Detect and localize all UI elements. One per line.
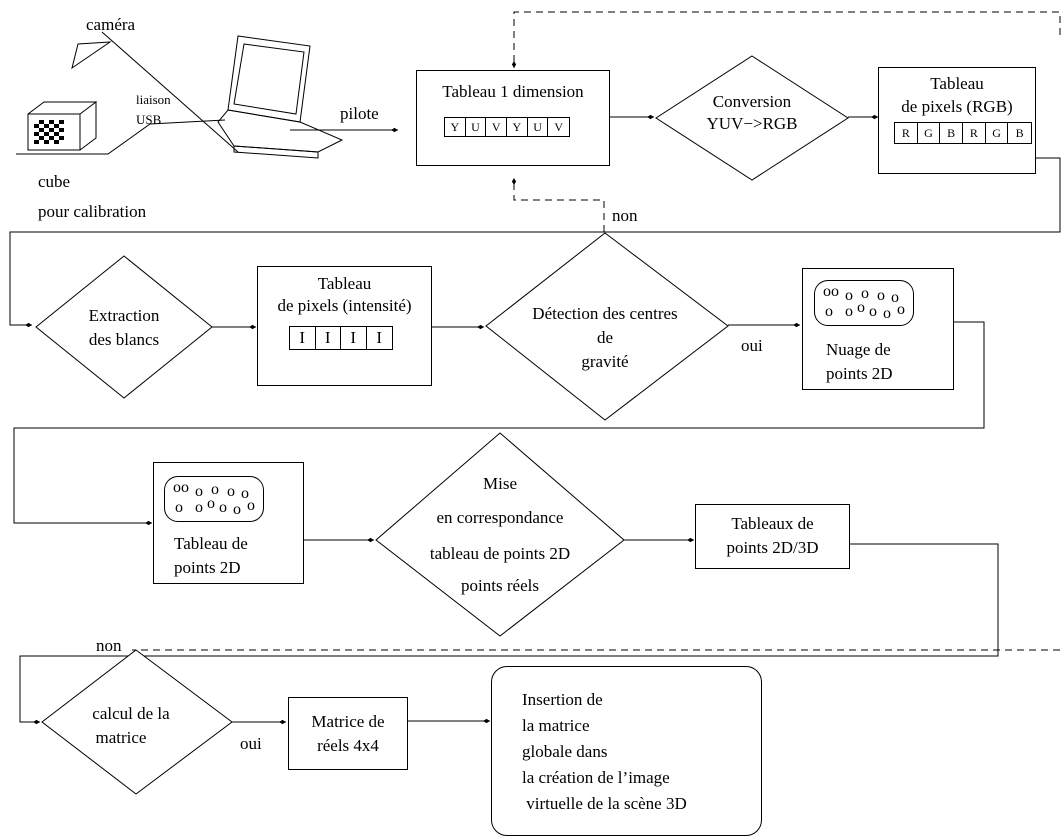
insertion-line1: Insertion de <box>522 690 603 709</box>
usb-label-1: liaison <box>136 92 171 107</box>
yuv-cell: Y <box>445 118 466 136</box>
intensity-array-line2: de pixels (intensité) <box>277 296 412 315</box>
tables-2d3d-box <box>695 504 850 569</box>
matrix-4x4-line1: Matrice de <box>311 712 385 731</box>
centers-line1: Détection des centres <box>532 304 678 323</box>
array-1d-title: Tableau 1 dimension <box>442 82 584 101</box>
matching-line4: points réels <box>461 576 539 595</box>
table-2d-line2: points 2D <box>174 558 241 577</box>
rgb-array-line2: de pixels (RGB) <box>901 97 1013 116</box>
insertion-line2: la matrice <box>522 716 590 735</box>
conversion-line1: Conversion <box>712 92 792 111</box>
insertion-line4: la création de l’image <box>522 768 670 787</box>
edge-label-non-2: non <box>96 636 122 655</box>
extraction-line1: Extraction <box>88 306 160 325</box>
matrix-calc-line2: matrice <box>95 728 147 747</box>
yuv-cell: U <box>528 118 549 136</box>
cloud-2d-line1: Nuage de <box>826 340 891 359</box>
usb-cable <box>101 31 239 153</box>
table-2d-box <box>153 462 304 584</box>
matrix-calc-line1: calcul de la <box>92 704 170 723</box>
tables-2d3d-line2: points 2D/3D <box>726 538 819 557</box>
conversion-line2: YUV−>RGB <box>706 114 798 133</box>
cloud-2d-line2: points 2D <box>826 364 893 383</box>
extraction-line2: des blancs <box>88 330 160 349</box>
intensity-cell: I <box>316 327 341 349</box>
insertion-line3: globale dans <box>522 742 608 761</box>
matching-line3: tableau de points 2D <box>429 544 571 563</box>
matching-diamond <box>375 432 625 637</box>
camera-icon <box>71 41 112 70</box>
rgb-array-box <box>878 67 1036 174</box>
conversion-diamond <box>655 55 849 181</box>
tables-2d3d-line1: Tableaux de <box>731 514 814 533</box>
matching-line2: en correspondance <box>436 508 564 527</box>
yuv-cell: Y <box>507 118 528 136</box>
rgb-cell: R <box>895 123 918 143</box>
rgb-cells: R G B R G B <box>894 122 1032 144</box>
intensity-cell: I <box>341 327 367 349</box>
rgb-cell: G <box>918 123 941 143</box>
matching-line1: Mise <box>483 474 517 493</box>
laptop-icon <box>217 35 344 159</box>
yuv-cell: V <box>486 118 508 136</box>
yuv-cell: V <box>554 119 564 134</box>
insertion-line5: virtuelle de la scène 3D <box>522 794 687 813</box>
centers-line2: de <box>596 328 614 347</box>
usb-label-2: USB <box>136 112 162 127</box>
calibration-cube-icon <box>27 101 98 151</box>
yuv-cells: Y U V Y U V <box>444 117 570 137</box>
cube-label-2: pour calibration <box>38 202 147 221</box>
cube-cable <box>16 119 226 155</box>
rgb-array-line1: Tableau <box>930 74 984 93</box>
matrix-4x4-line2: réels 4x4 <box>317 736 379 755</box>
matrix-4x4-box <box>288 697 408 770</box>
intensity-cells: I I I I <box>289 326 393 350</box>
intensity-array-line1: Tableau <box>317 274 372 293</box>
intensity-cell: I <box>290 327 316 349</box>
camera-label: caméra <box>86 15 136 34</box>
centers-line3: gravité <box>581 352 629 371</box>
centers-diamond <box>485 232 729 421</box>
cube-checker-pattern <box>34 120 64 144</box>
driver-label: pilote <box>340 104 379 123</box>
yuv-cell: U <box>466 118 487 136</box>
rgb-cell: G <box>986 123 1009 143</box>
edge-label-oui-1: oui <box>741 336 763 355</box>
intensity-cell: I <box>376 328 383 347</box>
table-2d-line1: Tableau de <box>174 534 248 553</box>
rgb-cell: R <box>963 123 986 143</box>
edge-label-oui-2: oui <box>240 734 262 753</box>
matrix-calc-diamond <box>41 649 233 795</box>
array-1d-box <box>416 70 610 166</box>
rgb-cell: B <box>940 123 964 143</box>
edge-label-non-1: non <box>612 206 638 225</box>
extraction-diamond <box>35 255 213 399</box>
rgb-cell: B <box>1015 125 1024 140</box>
insertion-box <box>491 666 762 836</box>
cube-label-1: cube <box>38 172 71 191</box>
